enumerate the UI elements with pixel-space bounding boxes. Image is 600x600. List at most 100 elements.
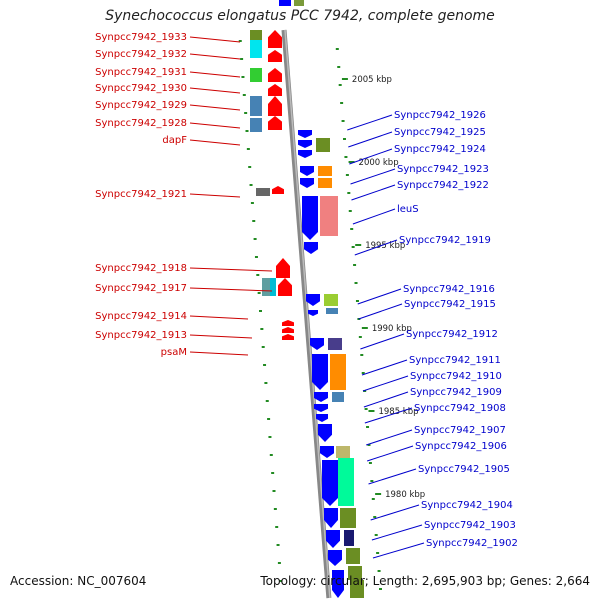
right-leader-line [371,524,423,541]
right-leader-line [361,359,408,376]
left-gene-label: psaM [161,347,187,358]
tick-mark [265,400,269,402]
right-gene-label: Synpcc7942_1923 [397,164,489,175]
tick-mark [360,354,364,356]
cog-box [262,278,270,296]
right-leader-line [358,303,403,320]
backbone-line [281,29,332,599]
right-gene-label: Synpcc7942_1910 [410,371,502,382]
tick-mark [350,228,354,230]
cog-box [320,196,338,236]
tick-mark [279,580,283,582]
right-gene-label: Synpcc7942_1912 [406,329,498,340]
right-leader-line [347,114,393,131]
gene-arrow [298,130,312,138]
right-leader-line [363,391,409,408]
cog-box [279,0,291,6]
cog-box [250,30,262,40]
right-gene-label: Synpcc7942_1907 [414,425,506,436]
right-leader-line [366,445,414,462]
kbp-label: 1990 kbp [372,324,412,334]
map-title: Synechococcus elongatus PCC 7942, comple… [105,8,495,24]
gene-arrow [300,178,314,188]
tick-mark [345,174,349,176]
left-leader-line [189,87,241,94]
tick-mark [277,562,281,564]
tick-mark [261,346,265,348]
tick-mark [338,84,342,86]
accession-text: Accession: NC_007604 [10,574,147,588]
gene-arrow [300,166,314,176]
right-gene-label: Synpcc7942_1905 [418,464,510,475]
tick-mark [275,526,279,528]
right-leader-line [354,239,398,256]
gene-arrow [276,258,290,278]
left-gene-label: Synpcc7942_1914 [95,311,187,322]
right-leader-line [364,407,413,424]
tick-mark [341,120,345,122]
tick-mark [254,256,258,258]
left-gene-label: Synpcc7942_1933 [95,32,187,43]
cog-box [316,138,330,152]
left-gene-label: Synpcc7942_1921 [95,189,187,200]
left-gene-label: dapF [162,135,187,146]
right-leader-line [357,288,402,305]
cog-box [338,458,354,506]
cog-box [250,40,262,58]
tick-mark [376,552,380,554]
cog-box [328,338,342,350]
tick-mark [271,472,275,474]
cog-box [256,188,270,196]
left-gene-label: Synpcc7942_1928 [95,118,187,129]
right-gene-label: Synpcc7942_1919 [399,235,491,246]
gene-arrow [268,30,282,48]
gene-arrow [304,242,318,254]
gene-arrow [298,140,312,148]
gene-arrow [282,334,294,340]
kbp-label: 1980 kbp [385,490,425,500]
right-gene-label: Synpcc7942_1903 [424,520,516,531]
tick-mark [363,390,367,392]
gene-arrow [328,550,342,566]
gene-arrow [298,150,312,158]
tick-mark [267,418,271,420]
tick-mark [370,480,374,482]
cog-box [344,530,354,546]
tick-mark [340,102,344,104]
gene-arrow [308,310,318,316]
tick-mark [244,112,248,114]
cog-box [346,548,360,564]
cog-box [270,278,276,296]
tick-mark [355,300,359,302]
tick-mark [337,66,341,68]
left-gene-label: Synpcc7942_1929 [95,100,187,111]
tick-mark [259,310,262,312]
kbp-label: 2005 kbp [352,75,392,85]
gene-arrow [312,354,328,390]
tick-mark [335,48,339,50]
gene-arrow [326,530,340,548]
gene-arrow [268,50,282,62]
left-leader-line [189,139,241,146]
left-leader-line [189,351,249,356]
tick-mark [347,192,351,194]
cog-box [318,166,332,176]
gene-arrow [320,446,334,458]
left-leader-line [189,71,241,78]
gene-arrow [314,404,328,412]
left-leader-line [189,36,241,43]
tick-mark [379,588,382,590]
left-leader-line [189,53,241,60]
gene-arrow [268,116,282,130]
tick-mark [263,364,267,366]
left-gene-label: Synpcc7942_1931 [95,67,187,78]
left-leader-line [189,267,273,272]
left-gene-label: Synpcc7942_1913 [95,330,187,341]
tick-mark [240,58,244,60]
tick-mark [248,166,252,168]
tick-mark [276,544,280,546]
right-gene-label: Synpcc7942_1909 [410,387,502,398]
cog-box [250,68,262,82]
tick-mark [252,220,256,222]
